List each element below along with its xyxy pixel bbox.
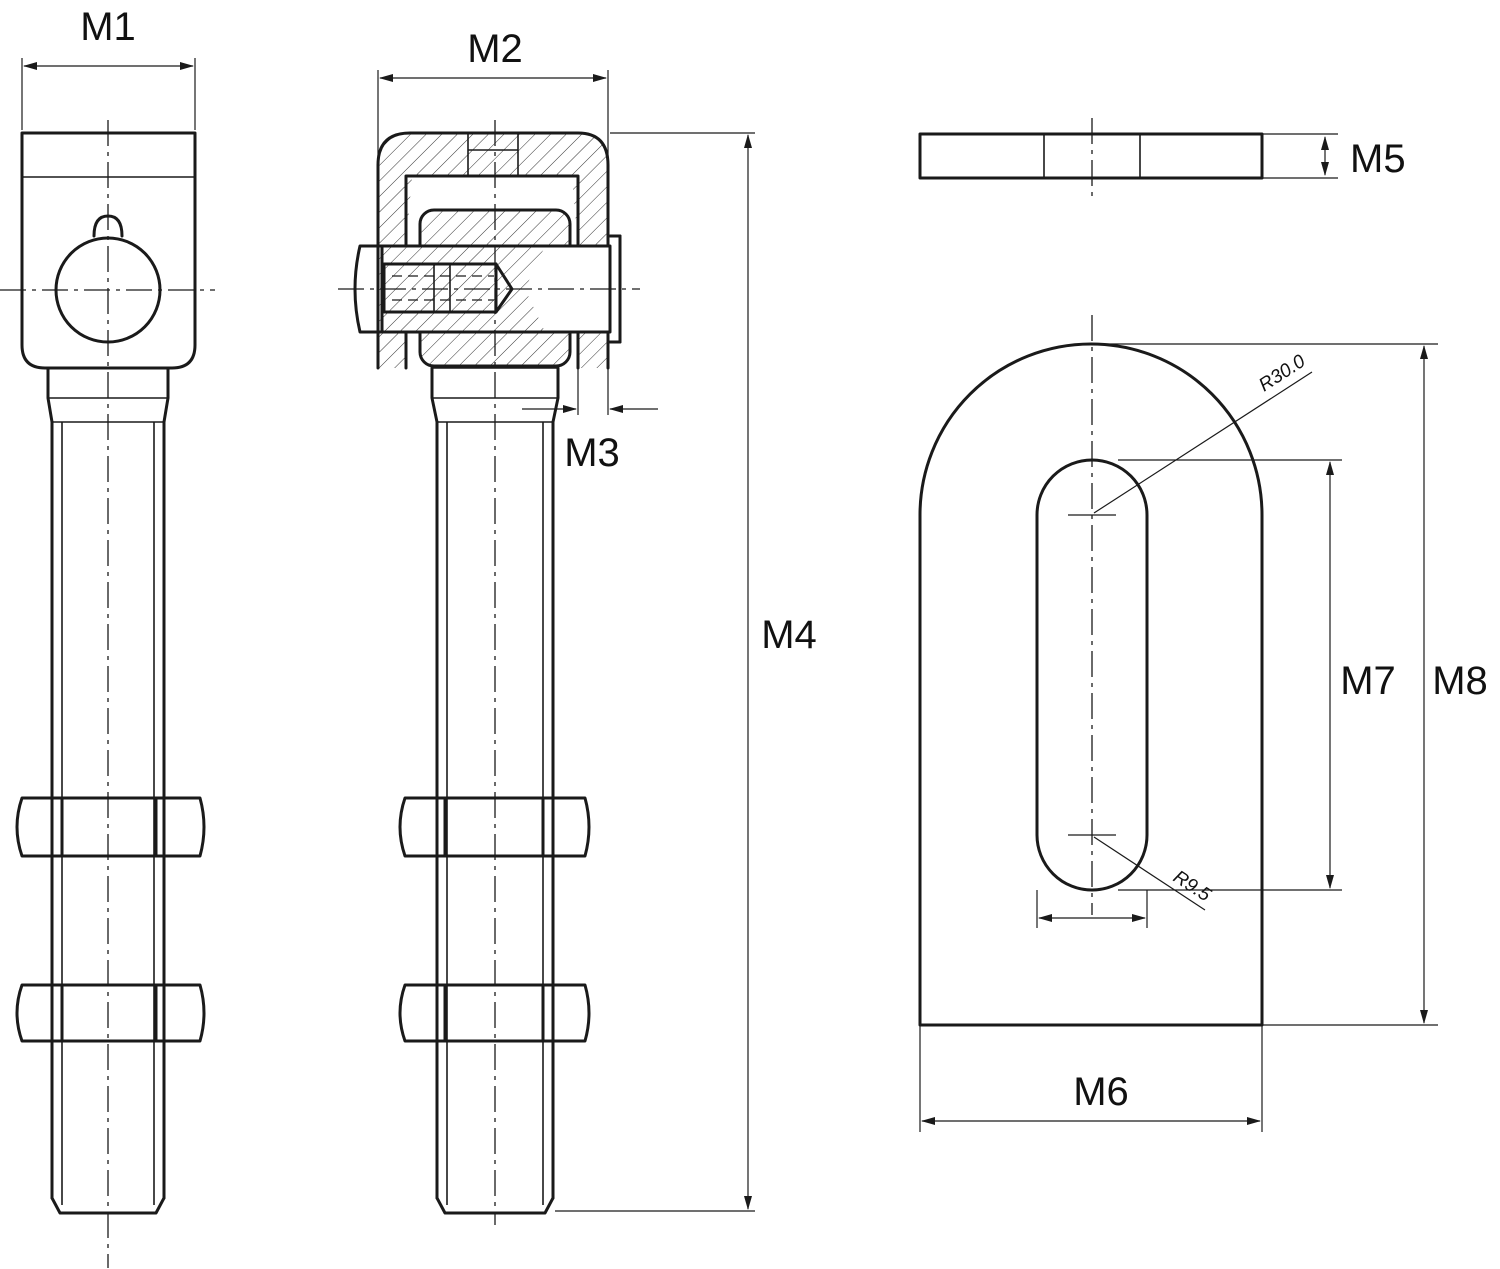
nut-upper-section [398,796,591,858]
plate-edge-view: M5 [918,118,1406,196]
dim-label-m2: M2 [467,27,523,71]
nut-upper [15,796,206,858]
dim-label-m4: M4 [761,613,817,657]
dim-label-m7: M7 [1340,659,1396,703]
dim-label-m1: M1 [80,5,136,49]
dim-label-m3: M3 [564,431,620,475]
radius-label-slot: R9.5 [1169,867,1214,907]
dim-label-m6: M6 [1073,1070,1129,1114]
plate-front-view: R30.0 R9.5 M6 M7 M8 [918,315,1496,1132]
bolt-section-view: M2 M3 M4 [338,27,826,1225]
radius-label-outer: R30.0 [1255,351,1309,396]
bolt-front-view: M1 [0,5,215,1268]
nut-lower-section [398,983,591,1043]
dim-label-m5: M5 [1350,137,1406,181]
nut-lower [15,983,206,1043]
dim-label-m8: M8 [1432,659,1488,703]
